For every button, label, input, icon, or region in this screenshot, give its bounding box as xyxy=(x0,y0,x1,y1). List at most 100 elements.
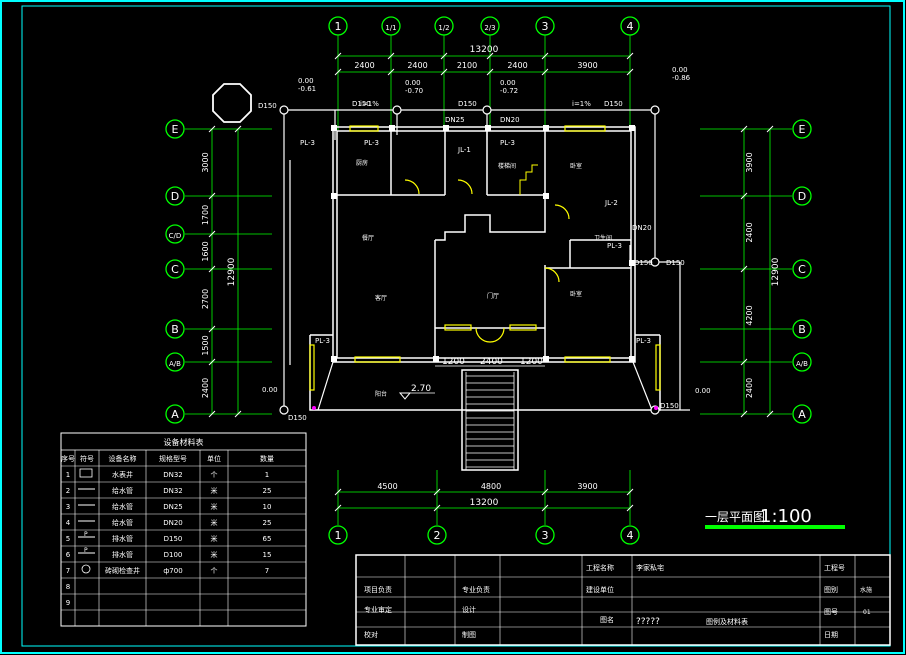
entrance-stair xyxy=(461,369,519,471)
legend-symbol-p-5: P xyxy=(84,547,88,554)
axis-bottom-0-circle xyxy=(328,525,348,545)
label-slope-2: i=1% xyxy=(572,100,591,108)
tick-right-seg-3 xyxy=(740,358,748,366)
axis-top-2-label: 1/2 xyxy=(438,24,449,32)
label-d150-top-3: D150 xyxy=(458,100,477,108)
legend-cell-3-0: 4 xyxy=(66,519,71,527)
legend-cell-0-4: 个 xyxy=(211,471,218,479)
label-pl3-kitchen: PL-3 xyxy=(300,139,315,147)
tick-right-seg-1 xyxy=(740,192,748,200)
title-left-0: 项目负责 xyxy=(364,585,392,594)
door-swing-6 xyxy=(544,267,560,283)
tick-left-seg-6 xyxy=(208,410,216,418)
tick-bottom-total-3 xyxy=(626,504,634,512)
title-left-1: 专业负责 xyxy=(462,585,490,594)
dim-left-total: 12900 xyxy=(227,257,237,286)
window-top-2 xyxy=(564,125,606,132)
dim-right-seg-1: 2400 xyxy=(745,222,754,242)
front-dim-1: 1200 xyxy=(442,357,465,367)
dim-left-seg-5: 2400 xyxy=(201,378,210,398)
column-2 xyxy=(443,125,449,131)
legend-header-5: 数量 xyxy=(260,454,274,463)
axis-right-0-label: E xyxy=(799,123,806,136)
tick-top-seg-2 xyxy=(440,68,448,76)
tick-left-seg-2 xyxy=(208,230,216,238)
inspection-well-0 xyxy=(279,105,289,115)
label-elev-1a: 0.00 xyxy=(298,77,314,85)
axis-right-4-label: A/B xyxy=(796,360,808,368)
tick-bottom-total-0 xyxy=(334,504,342,512)
title-underline xyxy=(705,525,845,529)
column-12 xyxy=(629,356,635,362)
axis-left-2-label: C/D xyxy=(169,232,182,240)
accent-marks xyxy=(312,406,658,410)
legend-cell-2-3: DN25 xyxy=(163,503,183,511)
tick-top-seg-3 xyxy=(486,68,494,76)
title-drawing-sub: 图例及材料表 xyxy=(706,617,748,626)
legend-cell-5-3: D100 xyxy=(164,551,183,559)
room-hall: 门厅 xyxy=(487,292,499,300)
label-pl3-dining: PL-3 xyxy=(364,139,379,147)
window-right-side xyxy=(655,344,661,391)
dim-bottom-seg-2: 3900 xyxy=(577,482,597,491)
legend-border xyxy=(60,432,307,627)
axis-top-2-circle xyxy=(434,16,454,36)
legend-cell-3-5: 25 xyxy=(263,519,272,527)
label-dn20-right: DN20 xyxy=(632,224,652,232)
title-drawing-label: 图名 xyxy=(600,615,614,624)
window-front-1 xyxy=(354,356,401,363)
axis-top-1-label: 1/1 xyxy=(385,24,396,32)
column-0 xyxy=(331,125,337,131)
room-balcony: 阳台 xyxy=(375,390,387,398)
axis-left-4-label: B xyxy=(171,323,179,336)
axis-bottom-3-label: 4 xyxy=(627,529,634,542)
column-9 xyxy=(331,356,337,362)
door-swing-2 xyxy=(457,179,473,195)
front-dim-3: 1200 xyxy=(520,357,543,367)
tick-left-total-0 xyxy=(234,125,242,133)
tick-right-seg-4 xyxy=(740,410,748,418)
title-stage-value: 水施 xyxy=(860,586,872,594)
partition-hall xyxy=(435,200,546,241)
axis-top-3-circle xyxy=(480,16,500,36)
column-3 xyxy=(485,125,491,131)
inspection-well-5 xyxy=(279,405,289,415)
legend-cell-1-0: 2 xyxy=(66,487,70,495)
legend-cell-5-2: 排水管 xyxy=(112,550,133,559)
tick-left-seg-5 xyxy=(208,358,216,366)
front-dim-2: 2400 xyxy=(480,357,503,367)
title-project-label: 工程名称 xyxy=(586,563,614,572)
legend-cell-0-2: 水表井 xyxy=(112,470,133,479)
axis-bottom-2-circle xyxy=(535,525,555,545)
balcony-outline xyxy=(309,335,661,411)
legend-cell-6-4: 个 xyxy=(211,567,218,575)
axis-right-4-circle xyxy=(792,352,812,372)
axis-left-1-label: D xyxy=(171,190,179,203)
dim-left-seg-4: 1500 xyxy=(201,335,210,355)
axis-right-1-circle xyxy=(792,186,812,206)
legend-cell-5-4: 米 xyxy=(211,550,218,559)
title-client-label: 建设单位 xyxy=(586,585,614,594)
tick-top-seg-1 xyxy=(387,68,395,76)
title-date-label: 日期 xyxy=(824,631,838,639)
axis-top-4-circle xyxy=(535,16,555,36)
legend-cell-0-0: 1 xyxy=(66,471,70,479)
axis-left-3-label: C xyxy=(171,263,179,276)
legend-cell-6-5: 7 xyxy=(265,567,269,575)
legend-cell-0-5: 1 xyxy=(265,471,269,479)
title-left-2: 专业审定 xyxy=(364,605,392,614)
legend-cell-6-0: 7 xyxy=(66,567,70,575)
pipe-annotations: D150 D150 D150 D150 DN25 DN20 DN20 PL-3 … xyxy=(258,66,711,422)
window-hall xyxy=(444,324,472,331)
tick-top-total-3 xyxy=(486,52,494,60)
tick-top-total-4 xyxy=(541,52,549,60)
column-8 xyxy=(629,260,635,266)
legend-symbol-p-4: P xyxy=(84,531,88,538)
axis-right-2-label: C xyxy=(798,263,806,276)
column-10 xyxy=(433,356,439,362)
